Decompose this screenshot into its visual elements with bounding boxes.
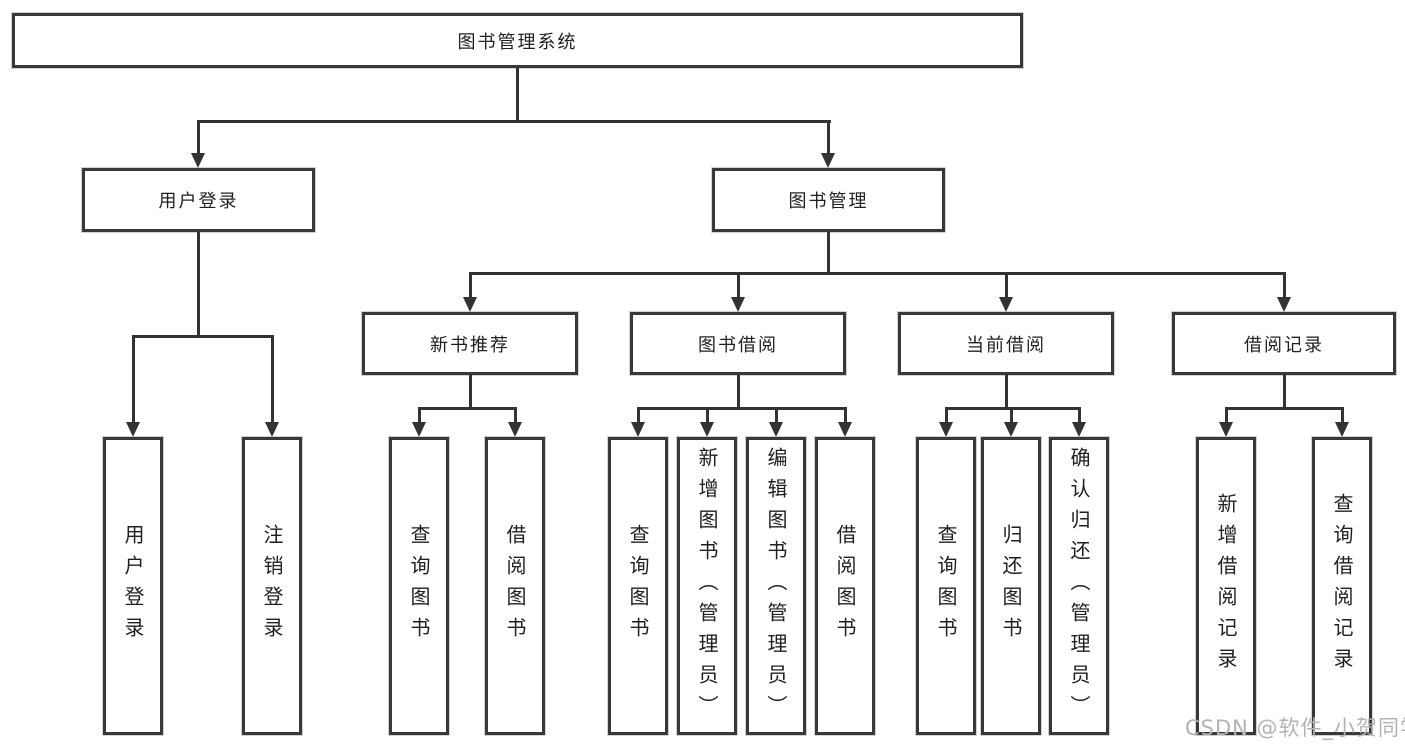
connector-book-mgmt-stem [827, 232, 830, 274]
leaf-return-books: 归还图书 [981, 437, 1041, 735]
connector-drop [132, 335, 135, 424]
arrow-down [1335, 422, 1349, 437]
connector-group-stem [1283, 375, 1286, 409]
arrow-down [1277, 297, 1291, 312]
connector-drop [514, 407, 517, 424]
arrow-down [412, 422, 426, 437]
arrow-down [1004, 422, 1018, 437]
leaf-add-books-admin: 新增图书（管理员） [677, 437, 737, 735]
leaf-query-borrow-record: 查询借阅记录 [1312, 437, 1372, 735]
node-user-login-branch: 用户登录 [82, 168, 315, 232]
connector-group-stem [469, 375, 472, 409]
arrow-down [731, 297, 745, 312]
node-book-management-branch: 图书管理 [712, 168, 945, 232]
connector-drop [271, 335, 274, 424]
arrow-down [1072, 422, 1086, 437]
connector-group-rail [945, 407, 1081, 410]
node-library-management-system: 图书管理系统 [12, 13, 1023, 68]
leaf-label: 归还图书 [999, 524, 1023, 648]
arrow-down [769, 422, 783, 437]
csdn-watermark: CSDN @软件_小贺同学 [1185, 716, 1405, 740]
arrow-down [700, 422, 714, 437]
leaf-label: 新增图书（管理员） [695, 446, 719, 726]
connector-drop [418, 407, 421, 424]
leaf-label: 注销登录 [260, 524, 284, 648]
leaf-label: 编辑图书（管理员） [764, 446, 788, 726]
leaf-borrow-books-recommend: 借阅图书 [485, 437, 545, 735]
connector-user-login-rail [132, 335, 274, 338]
connector-drop [827, 120, 830, 155]
arrow-down [191, 153, 205, 168]
connector-group-rail [637, 407, 847, 410]
leaf-label: 借阅图书 [503, 524, 527, 648]
arrow-down [463, 297, 477, 312]
connector-drop [844, 407, 847, 424]
connector-drop [1341, 407, 1344, 424]
arrow-down [838, 422, 852, 437]
connector-root-rail [197, 120, 831, 123]
leaf-query-books-recommend: 查询图书 [389, 437, 449, 735]
leaf-borrow-books: 借阅图书 [815, 437, 875, 735]
connector-drop [469, 272, 472, 299]
leaf-user-login: 用户登录 [103, 437, 163, 735]
connector-drop [637, 407, 640, 424]
leaf-label: 用户登录 [121, 524, 145, 648]
arrow-down [821, 153, 835, 168]
node-book-borrowing: 图书借阅 [630, 312, 846, 375]
leaf-query-books-current: 查询图书 [916, 437, 976, 735]
arrow-down [126, 422, 140, 437]
connector-drop [1283, 272, 1286, 299]
arrow-down [508, 422, 522, 437]
connector-group-stem [737, 375, 740, 409]
leaf-query-books-borrowing: 查询图书 [608, 437, 668, 735]
connector-root-stem [516, 68, 519, 120]
leaf-label: 确认归还（管理员） [1067, 446, 1091, 726]
arrow-down [631, 422, 645, 437]
leaf-label: 查询图书 [934, 524, 958, 648]
connector-drop [1225, 407, 1228, 424]
leaf-edit-books-admin: 编辑图书（管理员） [746, 437, 806, 735]
arrow-down [1219, 422, 1233, 437]
leaf-logout: 注销登录 [242, 437, 302, 735]
connector-group-rail [418, 407, 517, 410]
connector-drop [1010, 407, 1013, 424]
arrow-down [265, 422, 279, 437]
leaf-confirm-return-admin: 确认归还（管理员） [1049, 437, 1109, 735]
connector-drop [737, 272, 740, 299]
connector-user-login-stem [197, 232, 200, 337]
connector-book-mgmt-rail [469, 272, 1286, 275]
node-current-borrowing: 当前借阅 [898, 312, 1114, 375]
leaf-label: 查询图书 [626, 524, 650, 648]
leaf-label: 查询图书 [407, 524, 431, 648]
connector-drop [1078, 407, 1081, 424]
node-borrowing-records: 借阅记录 [1172, 312, 1396, 375]
connector-drop [945, 407, 948, 424]
connector-group-rail [1225, 407, 1344, 410]
connector-drop [197, 120, 200, 155]
leaf-label: 查询借阅记录 [1330, 493, 1354, 679]
connector-drop [775, 407, 778, 424]
leaf-label: 新增借阅记录 [1214, 493, 1238, 679]
connector-group-stem [1005, 375, 1008, 409]
leaf-label: 借阅图书 [833, 524, 857, 648]
connector-drop [1005, 272, 1008, 299]
connector-drop [706, 407, 709, 424]
node-new-book-recommend: 新书推荐 [362, 312, 578, 375]
arrow-down [939, 422, 953, 437]
leaf-add-borrow-record: 新增借阅记录 [1196, 437, 1256, 735]
arrow-down [999, 297, 1013, 312]
